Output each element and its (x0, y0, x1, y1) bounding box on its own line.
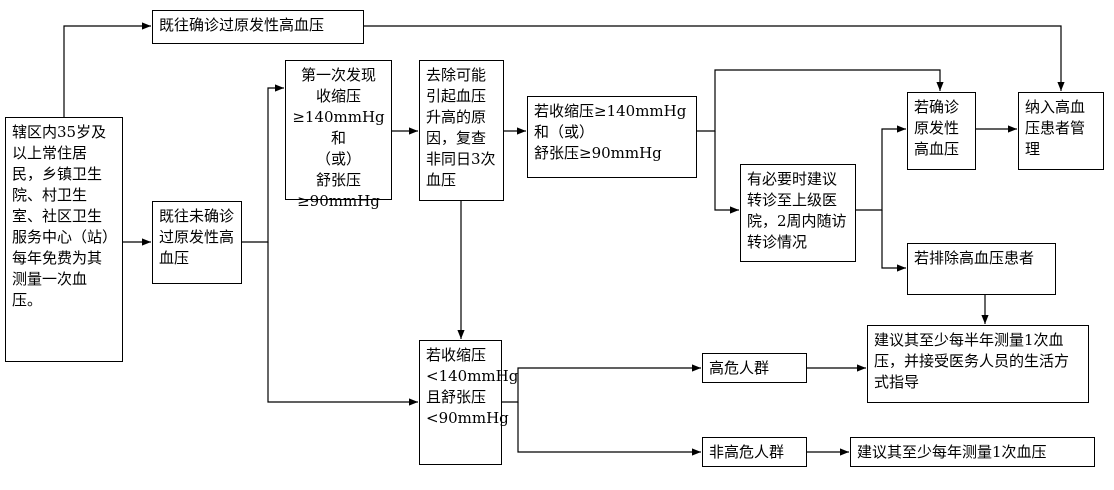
node-if-excluded: 若排除高血压患者 (907, 243, 1056, 295)
node-advice-half-year: 建议其至少每半年测量1次血压，并接受医务人员的生活方式指导 (867, 325, 1089, 403)
edge-normal-split-down (517, 402, 701, 456)
node-high-risk: 高危人群 (702, 353, 807, 383)
edge-referral-split-down (881, 210, 906, 272)
edge-not-diagnosed-split-down (267, 242, 418, 406)
node-residents: 辖区内35岁及以上常住居民，乡镇卫生院、村卫生室、社区卫生服务中心（站）每年免费… (5, 117, 123, 362)
node-if-normal: 若收缩压 <140mmHg 且舒张压 <90mmHg (419, 340, 518, 465)
node-advice-yearly: 建议其至少每年测量1次血压 (850, 437, 1095, 467)
edge-diagnosed-to-manage (364, 25, 1065, 91)
node-if-high: 若收缩压≥140mmHg 和（或） 舒张压≥90mmHg (527, 96, 697, 178)
node-manage: 纳入高血压患者管理 (1018, 92, 1104, 170)
node-not-diagnosed-before: 既往未确诊过原发性高血压 (152, 201, 242, 284)
node-referral: 有必要时建议转诊至上级医院，2周内随访转诊情况 (740, 164, 856, 262)
edge-referral-split-up (856, 125, 906, 211)
edge-not-diagnosed-split-up (242, 84, 284, 243)
node-diagnosed-before: 既往确诊过原发性高血压 (152, 10, 364, 44)
node-first-found: 第一次发现 收缩压 ≥140mmHg和 （或） 舒张压 ≥90mmHg (285, 60, 392, 210)
node-if-confirmed: 若确诊原发性高血压 (907, 92, 976, 170)
edge-if-high-branch-up (697, 69, 944, 132)
edge-if-high-branch-down (714, 131, 739, 214)
edge-normal-split-up (502, 364, 701, 403)
node-non-high-risk: 非高危人群 (702, 437, 807, 467)
edge-residents-to-diagnosed (63, 22, 151, 117)
node-recheck: 去除可能引起血压升高的原因，复查非同日3次血压 (419, 60, 504, 201)
